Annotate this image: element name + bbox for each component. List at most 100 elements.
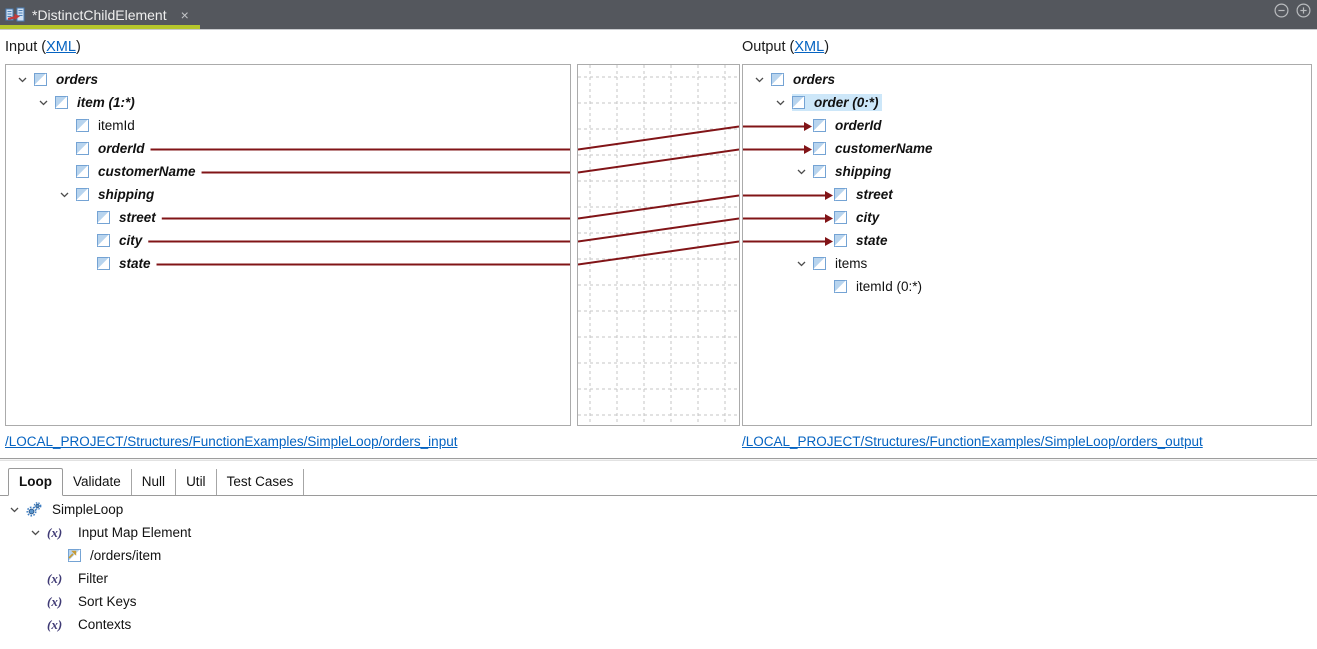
tab-null[interactable]: Null	[132, 469, 177, 495]
node-content: city	[97, 232, 145, 249]
editor-tab-distinctchildelement[interactable]: *DistinctChildElement ×	[0, 0, 200, 30]
node-label: orders	[56, 72, 99, 87]
input-tree-node-orders[interactable]: orders	[6, 68, 570, 91]
element-icon	[813, 119, 826, 132]
gears-icon	[26, 502, 42, 517]
element-icon	[55, 96, 68, 109]
output-tree-node-shipping[interactable]: shipping	[743, 160, 1311, 183]
node-label: itemId	[98, 118, 135, 133]
detail-tree-node-contexts[interactable]: (x)Contexts	[0, 613, 1317, 636]
close-icon[interactable]: ×	[180, 7, 189, 23]
input-xml-link[interactable]: XML	[46, 39, 76, 55]
output-header-text: Output (	[742, 39, 795, 55]
expand-circle-icon[interactable]	[1296, 3, 1311, 18]
element-icon	[813, 142, 826, 155]
node-label: city	[856, 210, 880, 225]
node-content: street	[834, 186, 896, 203]
element-icon	[834, 234, 847, 247]
node-content: itemId (0:*)	[834, 278, 925, 295]
chevron-down-icon[interactable]	[793, 261, 813, 267]
element-icon	[76, 188, 89, 201]
node-label: Contexts	[78, 617, 132, 632]
node-label: Input Map Element	[78, 525, 192, 540]
output-tree-node-customername[interactable]: customerName	[743, 137, 1311, 160]
node-content: item (1:*)	[55, 94, 138, 111]
node-content: state	[97, 255, 154, 272]
input-tree: orders item (1:*) itemId orderId customerNam…	[6, 65, 570, 275]
output-tree-node-street[interactable]: street	[743, 183, 1311, 206]
node-label: state	[856, 233, 888, 248]
input-structure-path-link[interactable]: /LOCAL_PROJECT/Structures/FunctionExampl…	[5, 434, 458, 449]
node-label: orderId	[835, 118, 882, 133]
output-tree-node-order-0[interactable]: order (0:*)	[743, 91, 1311, 114]
output-tree-node-city[interactable]: city	[743, 206, 1311, 229]
node-content: street	[97, 209, 159, 226]
detail-tree-node-orders-item[interactable]: /orders/item	[0, 544, 1317, 567]
input-tree-node-shipping[interactable]: shipping	[6, 183, 570, 206]
node-label: item (1:*)	[77, 95, 135, 110]
chevron-down-icon	[755, 77, 764, 82]
detail-tree-node-simpleloop[interactable]: SimpleLoop	[0, 498, 1317, 521]
tab-validate[interactable]: Validate	[63, 469, 132, 495]
input-tree-node-city[interactable]: city	[6, 229, 570, 252]
input-structure-path-row: /LOCAL_PROJECT/Structures/FunctionExampl…	[5, 434, 457, 449]
node-label: city	[119, 233, 143, 248]
output-tree-node-itemid-0[interactable]: itemId (0:*)	[743, 275, 1311, 298]
input-tree-node-item-1[interactable]: item (1:*)	[6, 91, 570, 114]
output-tree-node-orders[interactable]: orders	[743, 68, 1311, 91]
output-tree-node-orderid[interactable]: orderId	[743, 114, 1311, 137]
node-label: order (0:*)	[814, 95, 879, 110]
detail-tree-node-filter[interactable]: (x)Filter	[0, 567, 1317, 590]
collapse-circle-icon[interactable]	[1274, 3, 1289, 18]
node-content: orders	[771, 71, 838, 88]
input-tree-node-itemid[interactable]: itemId	[6, 114, 570, 137]
tab-util[interactable]: Util	[176, 469, 217, 495]
element-icon	[97, 211, 110, 224]
chevron-down-icon	[60, 192, 69, 197]
input-tree-node-customername[interactable]: customerName	[6, 160, 570, 183]
active-tab-underline	[0, 25, 200, 29]
transform-detail-tree: SimpleLoop(x)Input Map Element/orders/it…	[0, 498, 1317, 636]
tab-test-cases[interactable]: Test Cases	[217, 469, 305, 495]
node-content: shipping	[813, 163, 894, 180]
selected-node-highlight: order (0:*)	[792, 94, 882, 111]
chevron-down-icon[interactable]	[793, 169, 813, 175]
element-icon	[813, 257, 826, 270]
horizontal-splitter[interactable]	[0, 458, 1317, 461]
detail-tree-node-input-map-element[interactable]: (x)Input Map Element	[0, 521, 1317, 544]
node-content: itemId	[76, 117, 138, 134]
chevron-down-icon	[31, 530, 40, 535]
input-tree-panel: orders item (1:*) itemId orderId customerNam…	[5, 64, 571, 426]
node-label: street	[119, 210, 156, 225]
output-tree: orders order (0:*) orderId customerName ship…	[743, 65, 1311, 298]
node-label: itemId (0:*)	[856, 279, 923, 294]
chevron-down-icon[interactable]	[772, 100, 792, 106]
node-label: customerName	[835, 141, 933, 156]
output-tree-node-state[interactable]: state	[743, 229, 1311, 252]
chevron-down-icon[interactable]	[35, 100, 55, 106]
chevron-down-icon[interactable]	[56, 192, 76, 198]
node-label: /orders/item	[90, 548, 162, 563]
node-content: orders	[34, 71, 101, 88]
element-icon	[76, 142, 89, 155]
input-tree-node-street[interactable]: street	[6, 206, 570, 229]
node-content: orderId	[76, 140, 148, 157]
output-tree-node-items[interactable]: items	[743, 252, 1311, 275]
tab-loop[interactable]: Loop	[8, 468, 63, 496]
chevron-down-icon[interactable]	[751, 77, 771, 83]
chevron-down-icon[interactable]	[27, 530, 47, 536]
chevron-down-icon[interactable]	[14, 77, 34, 83]
element-icon	[813, 165, 826, 178]
node-label: street	[856, 187, 893, 202]
output-xml-link[interactable]: XML	[794, 39, 825, 55]
chevron-down-icon	[10, 507, 19, 512]
chevron-down-icon	[39, 100, 48, 105]
element-icon	[97, 257, 110, 270]
input-tree-node-orderid[interactable]: orderId	[6, 137, 570, 160]
chevron-down-icon[interactable]	[6, 507, 26, 513]
output-tree-panel: orders order (0:*) orderId customerName ship…	[742, 64, 1312, 426]
detail-tree-node-sort-keys[interactable]: (x)Sort Keys	[0, 590, 1317, 613]
node-label: items	[835, 256, 868, 271]
input-tree-node-state[interactable]: state	[6, 252, 570, 275]
output-structure-path-link[interactable]: /LOCAL_PROJECT/Structures/FunctionExampl…	[742, 434, 1203, 449]
